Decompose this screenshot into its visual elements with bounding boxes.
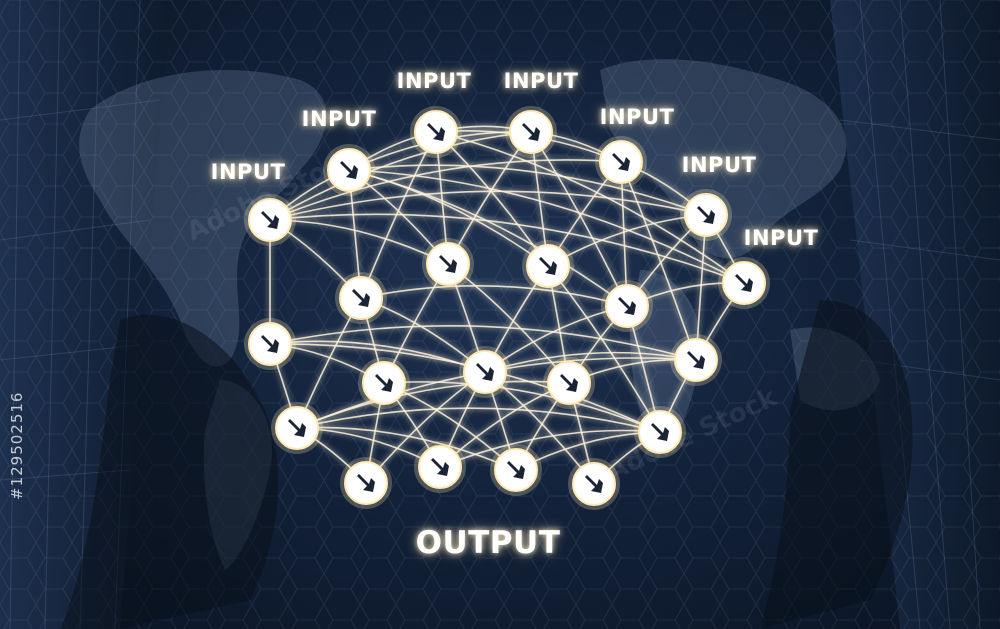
connection-line xyxy=(296,407,661,433)
input-label: INPUT xyxy=(743,226,819,250)
input-label: INPUT xyxy=(681,153,757,177)
down-arrow-circle-icon xyxy=(568,458,620,510)
input-label: INPUT xyxy=(503,69,579,93)
down-arrow-circle-icon xyxy=(410,106,462,158)
down-arrow-circle-icon xyxy=(271,402,323,454)
input-label: INPUT xyxy=(301,107,377,131)
down-arrow-circle-icon xyxy=(680,189,732,241)
down-arrow-circle-icon xyxy=(670,334,722,386)
down-arrow-circle-icon xyxy=(543,357,595,409)
connection-line xyxy=(269,213,745,284)
down-arrow-circle-icon xyxy=(490,444,542,496)
connection-line xyxy=(296,380,570,429)
down-arrow-circle-icon xyxy=(718,257,770,309)
input-label: INPUT xyxy=(210,160,286,184)
down-arrow-circle-icon xyxy=(595,136,647,188)
connection-line xyxy=(360,285,628,307)
output-label: OUTPUT xyxy=(415,525,561,561)
connection-line xyxy=(296,426,517,471)
down-arrow-circle-icon xyxy=(358,357,410,409)
down-arrow-circle-icon xyxy=(601,280,653,332)
connection-line xyxy=(348,164,707,216)
connection-line xyxy=(269,131,532,221)
connection-line xyxy=(439,429,661,468)
nodes xyxy=(244,106,770,510)
hand-left-silhouette xyxy=(60,314,279,629)
down-arrow-circle-icon xyxy=(340,457,392,509)
hand-right-silhouette xyxy=(760,300,913,629)
down-arrow-circle-icon xyxy=(634,406,686,458)
down-arrow-circle-icon xyxy=(505,106,557,158)
connection-line xyxy=(348,169,628,307)
down-arrow-circle-icon xyxy=(522,240,574,292)
connection-line xyxy=(383,381,661,433)
down-arrow-circle-icon xyxy=(414,441,466,493)
connection-line xyxy=(269,190,707,221)
down-arrow-circle-icon xyxy=(335,272,387,324)
down-arrow-circle-icon xyxy=(323,144,375,196)
down-arrow-circle-icon xyxy=(244,318,296,370)
connection-line xyxy=(484,351,697,373)
connection-line xyxy=(530,131,628,307)
input-label: INPUT xyxy=(396,69,472,93)
connection-line xyxy=(269,159,622,221)
down-arrow-circle-icon xyxy=(422,238,474,290)
down-arrow-circle-icon xyxy=(459,346,511,398)
stock-id-text: #129502516 xyxy=(8,391,26,500)
connection-line xyxy=(348,169,745,284)
connection-line xyxy=(269,219,449,265)
connection-line xyxy=(547,265,661,433)
connection-line xyxy=(620,161,697,361)
down-arrow-circle-icon xyxy=(244,194,296,246)
connection-line xyxy=(269,325,697,361)
input-label: INPUT xyxy=(599,105,675,129)
